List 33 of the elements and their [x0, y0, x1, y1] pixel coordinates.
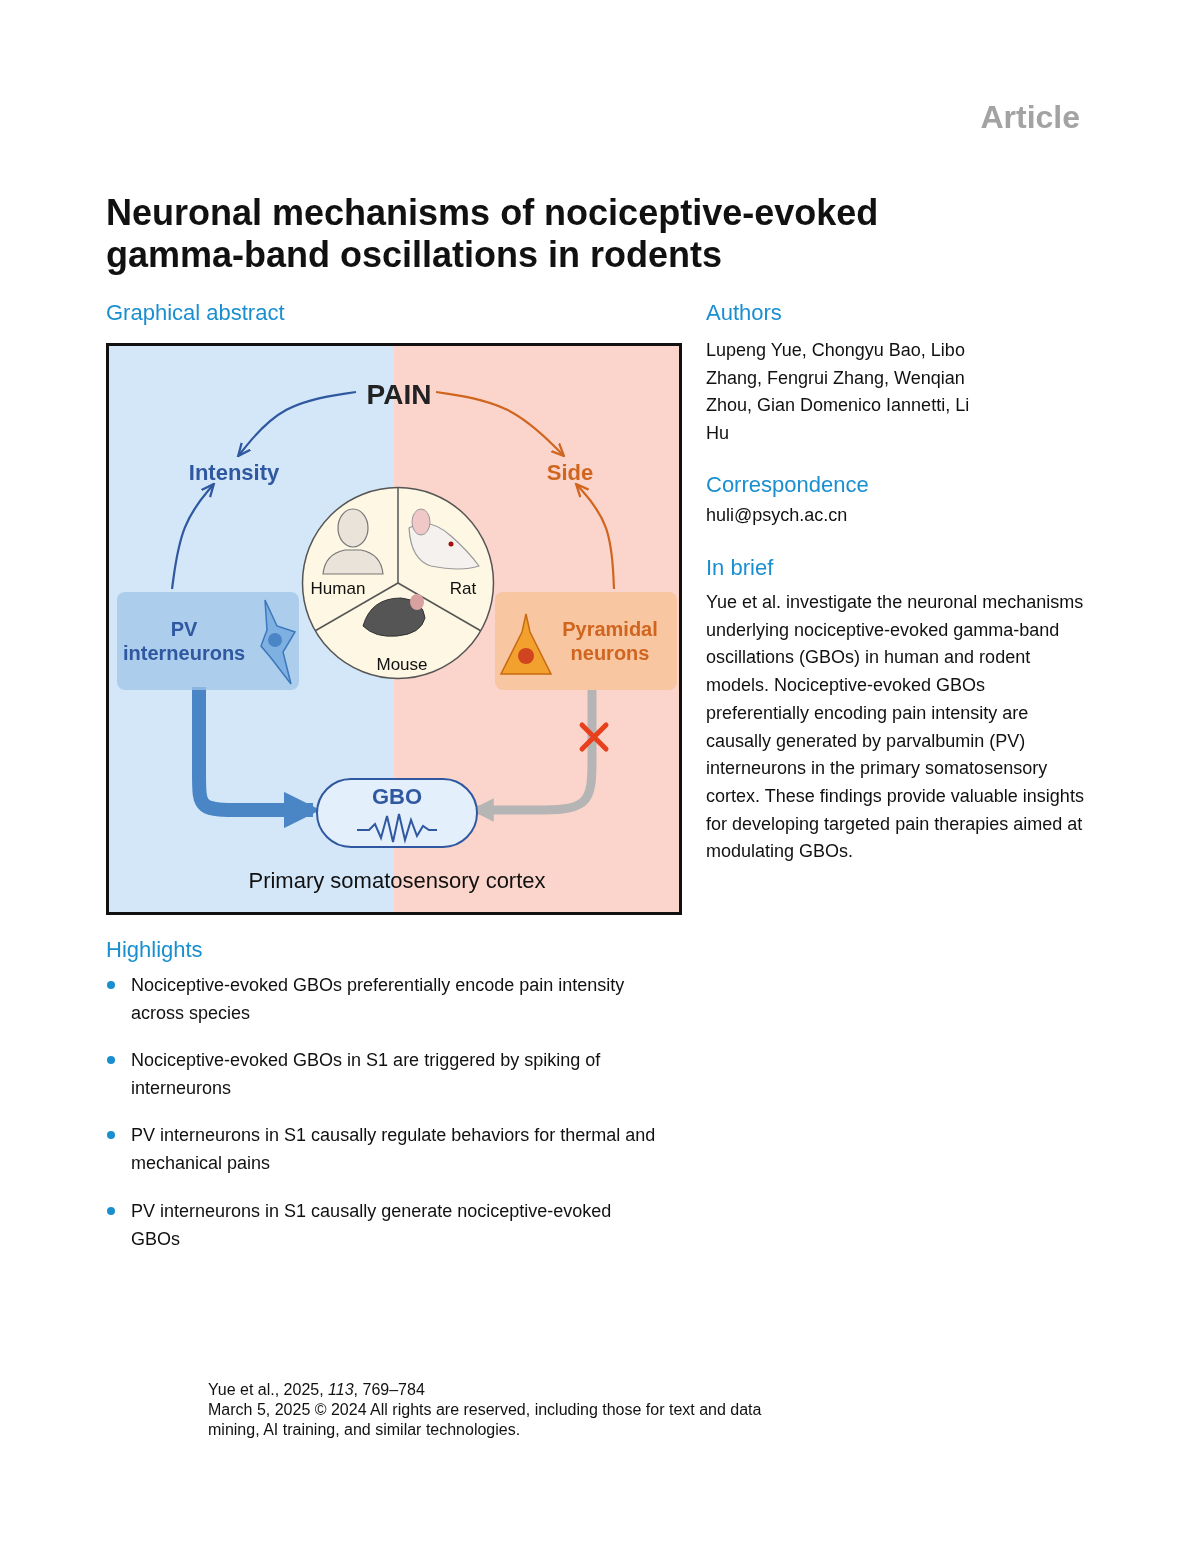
highlight-text: Nociceptive-evoked GBOs preferentially encode pain intensity across species [131, 974, 626, 1025]
arrow [237, 390, 357, 458]
citation-text: Yue et al., 2025, 113, 769–784 [208, 1380, 426, 1400]
node-text: Pyramidal neurons [561, 617, 659, 665]
article-type: Article [979, 98, 1080, 137]
node-text: PV interneurons [123, 617, 245, 665]
section-heading: Correspondence [706, 472, 870, 499]
arrow [574, 482, 616, 590]
node-label: PAIN [359, 378, 439, 412]
article-title: Neuronal mechanisms of nociceptive-evoked gamma-band oscillations in rodents [106, 192, 880, 276]
copyright-text: March 5, 2025 © 2024 All rights are reserved, including those for text and data mining, AI training, and similar technologies. [208, 1400, 763, 1440]
highlight-text: Nociceptive-evoked GBOs in S1 are triggered by spiking of interneurons [131, 1049, 602, 1100]
species-label: Mouse [367, 654, 437, 676]
highlight-text: PV interneurons in S1 causally generate nociceptive-evoked GBOs [131, 1200, 613, 1251]
species-label: Rat [435, 578, 491, 600]
arrow [170, 482, 215, 590]
region-label: Primary somatosensory cortex [247, 868, 547, 895]
section-heading: Highlights [106, 937, 204, 964]
author-list: Lupeng Yue, Chongyu Bao, Libo Zhang, Fengrui Zhang, Wenqian Zhou, Gian Domenico Iannetti, Li Hu [706, 337, 986, 448]
section-heading: In brief [706, 555, 775, 582]
summary-paragraph: Yue et al. investigate the neuronal mechanisms underlying nociceptive-evoked gamma-band oscillations (GBOs) in human and rodent models. Nociceptive-evoked GBOs preferentially encoding pain intensity are causally generated by parvalbumin (PV) interneurons in the primary somatosensory cortex. These findings provide valuable insights for developing targeted pain therapies aimed at modulating GBOs. [706, 591, 1085, 864]
section-heading: Graphical abstract [106, 300, 286, 327]
node-label: Side [542, 458, 598, 488]
cell-type-box [495, 592, 677, 690]
highlight-text: PV interneurons in S1 causally regulate behaviors for thermal and mechanical pains [131, 1124, 657, 1175]
section-heading: Authors [706, 300, 783, 327]
node-text: GBO [371, 784, 423, 811]
node-label: Intensity [181, 458, 287, 488]
arrow [435, 390, 566, 458]
email-address: huli@psych.ac.cn [706, 505, 849, 527]
cell-type-box [117, 592, 299, 690]
species-label: Human [303, 578, 373, 600]
species-circle [301, 486, 495, 680]
